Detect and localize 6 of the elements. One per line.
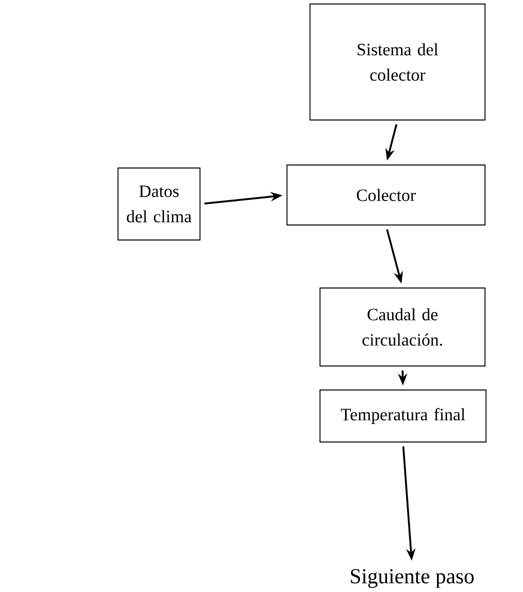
process-box: Sistema del colector — [310, 4, 486, 120]
process-box: Colector — [286, 164, 486, 226]
process-box: Caudal de circulación. — [320, 288, 486, 366]
process-box: Temperatura final — [320, 390, 486, 442]
step-label: Siguiente paso — [350, 569, 474, 588]
process-box: Datos del clima — [118, 168, 200, 240]
